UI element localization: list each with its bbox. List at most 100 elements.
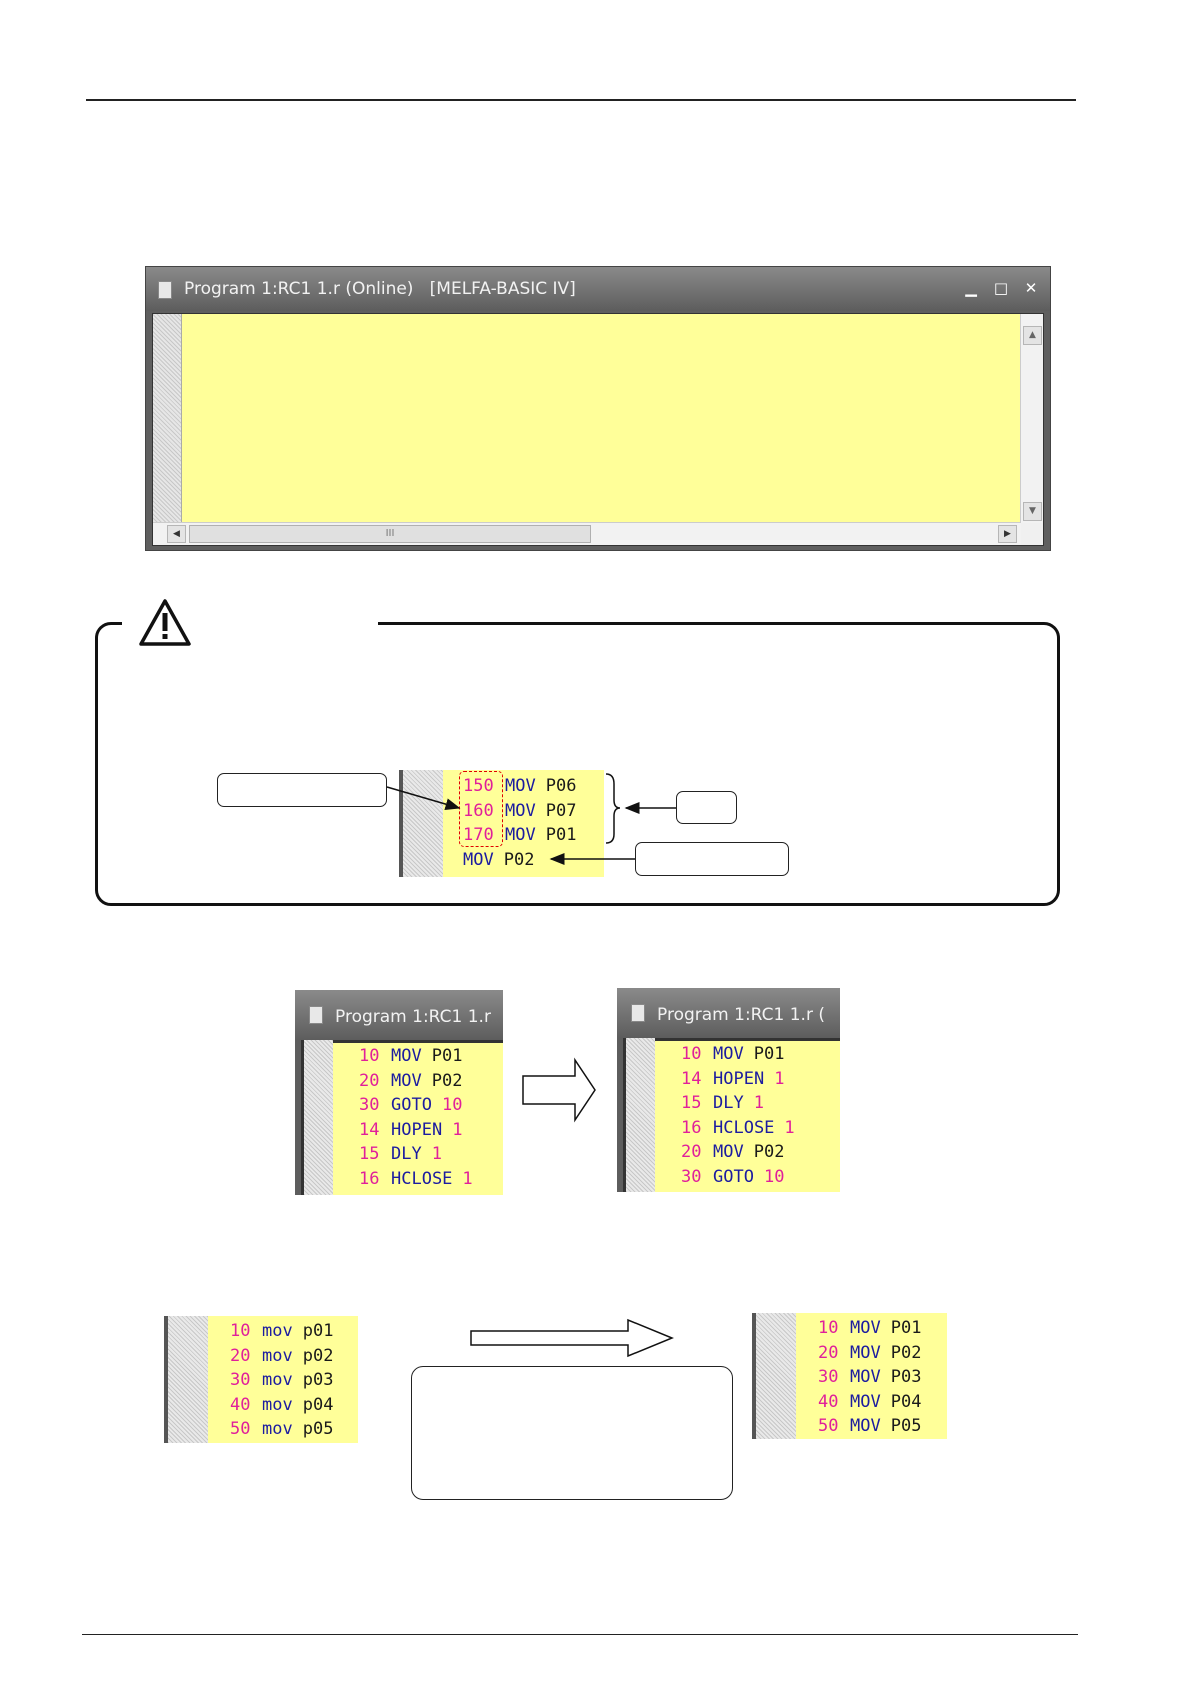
window-title-bar[interactable]: Program 1:RC1 1.r (Online) [MELFA-BASIC … — [146, 267, 1050, 311]
sort-before-title-bar: Program 1:RC1 1.r — [295, 990, 503, 1040]
horizontal-scrollbar[interactable]: ◀ III ▶ — [153, 522, 1021, 545]
scroll-left-icon[interactable]: ◀ — [167, 525, 186, 543]
case-conversion-note-box — [411, 1366, 733, 1500]
warning-triangle-icon — [139, 599, 191, 646]
sort-after-title: Program 1:RC1 1.r ( — [657, 1005, 825, 1025]
command-argument: P02 — [503, 849, 535, 870]
snippet-gutter — [399, 770, 443, 877]
code-line: 16 HCLOSE 1 — [359, 1167, 473, 1192]
line-number: 30 — [359, 1095, 380, 1115]
command-argument: 1 — [431, 1144, 442, 1164]
command-keyword: HCLOSE — [713, 1117, 775, 1138]
line-number: 14 — [681, 1068, 702, 1089]
line-number: 15 — [681, 1093, 702, 1113]
line-number: 20 — [359, 1070, 380, 1091]
unnumbered-line-callout-box — [635, 842, 789, 876]
command-argument: P02 — [431, 1070, 463, 1091]
command-keyword: MOV — [850, 1391, 881, 1412]
line-number: 10 — [681, 1044, 702, 1064]
command-keyword: HCLOSE — [391, 1168, 453, 1189]
program-editor-window[interactable]: Program 1:RC1 1.r (Online) [MELFA-BASIC … — [145, 266, 1051, 551]
line-number: 50 — [230, 1419, 251, 1439]
document-icon — [309, 1006, 323, 1024]
command-keyword: DLY — [713, 1093, 744, 1113]
command-keyword: mov — [262, 1321, 293, 1341]
line-number: 50 — [818, 1416, 839, 1436]
code-edit-area[interactable] — [182, 314, 1021, 523]
line-number: 10 — [818, 1318, 839, 1338]
command-argument: 1 — [753, 1093, 764, 1113]
editor-body: ▲ ▼ ◀ III ▶ — [152, 313, 1044, 546]
horizontal-scroll-thumb[interactable]: III — [189, 525, 591, 543]
command-keyword: MOV — [850, 1342, 881, 1363]
window-frame — [295, 1040, 301, 1195]
editor-top-border — [301, 1040, 503, 1043]
scroll-right-icon[interactable]: ▶ — [998, 525, 1017, 543]
brace-callout-box — [676, 791, 737, 824]
vertical-scrollbar[interactable]: ▲ ▼ — [1020, 314, 1043, 523]
command-argument: 1 — [462, 1168, 473, 1189]
maximize-icon[interactable]: □ — [993, 279, 1009, 297]
command-keyword: HOPEN — [391, 1119, 443, 1140]
command-keyword: MOV — [505, 825, 536, 845]
scroll-up-icon[interactable]: ▲ — [1023, 326, 1042, 345]
line-number: 20 — [230, 1345, 251, 1366]
command-keyword: mov — [262, 1345, 293, 1366]
command-argument: 1 — [784, 1117, 795, 1138]
command-argument: P07 — [545, 800, 577, 821]
document-icon — [158, 281, 172, 299]
line-number: 15 — [359, 1144, 380, 1164]
snippet-gutter — [301, 1040, 333, 1195]
minimize-icon[interactable]: ▁ — [965, 279, 977, 297]
code-line: 16 HCLOSE 1 — [681, 1116, 795, 1141]
line-number: 16 — [359, 1168, 380, 1189]
command-keyword: mov — [262, 1394, 293, 1415]
window-frame — [617, 1038, 623, 1192]
line-number: 30 — [818, 1367, 839, 1387]
command-argument: P03 — [890, 1367, 922, 1387]
line-number: 16 — [681, 1117, 702, 1138]
close-icon[interactable]: ✕ — [1024, 279, 1038, 297]
line-number: 20 — [681, 1142, 702, 1162]
command-keyword: mov — [262, 1419, 293, 1439]
command-argument: P05 — [890, 1416, 922, 1436]
command-keyword: mov — [262, 1370, 293, 1390]
sort-after-title-bar: Program 1:RC1 1.r ( — [617, 988, 840, 1038]
sort-before-title: Program 1:RC1 1.r — [335, 1007, 491, 1027]
command-argument: 1 — [774, 1068, 785, 1089]
command-argument: P04 — [890, 1391, 922, 1412]
line-number: 14 — [359, 1119, 380, 1140]
command-keyword: MOV — [850, 1416, 881, 1436]
command-keyword: MOV — [505, 776, 536, 796]
command-argument: P06 — [545, 776, 577, 796]
snippet-gutter — [752, 1313, 796, 1439]
line-number: 170 — [463, 825, 494, 845]
line-number-callout-box — [217, 773, 387, 807]
command-keyword: MOV — [713, 1142, 744, 1162]
scroll-down-icon[interactable]: ▼ — [1023, 502, 1042, 521]
command-keyword: MOV — [391, 1070, 422, 1091]
command-keyword: GOTO — [391, 1095, 432, 1115]
